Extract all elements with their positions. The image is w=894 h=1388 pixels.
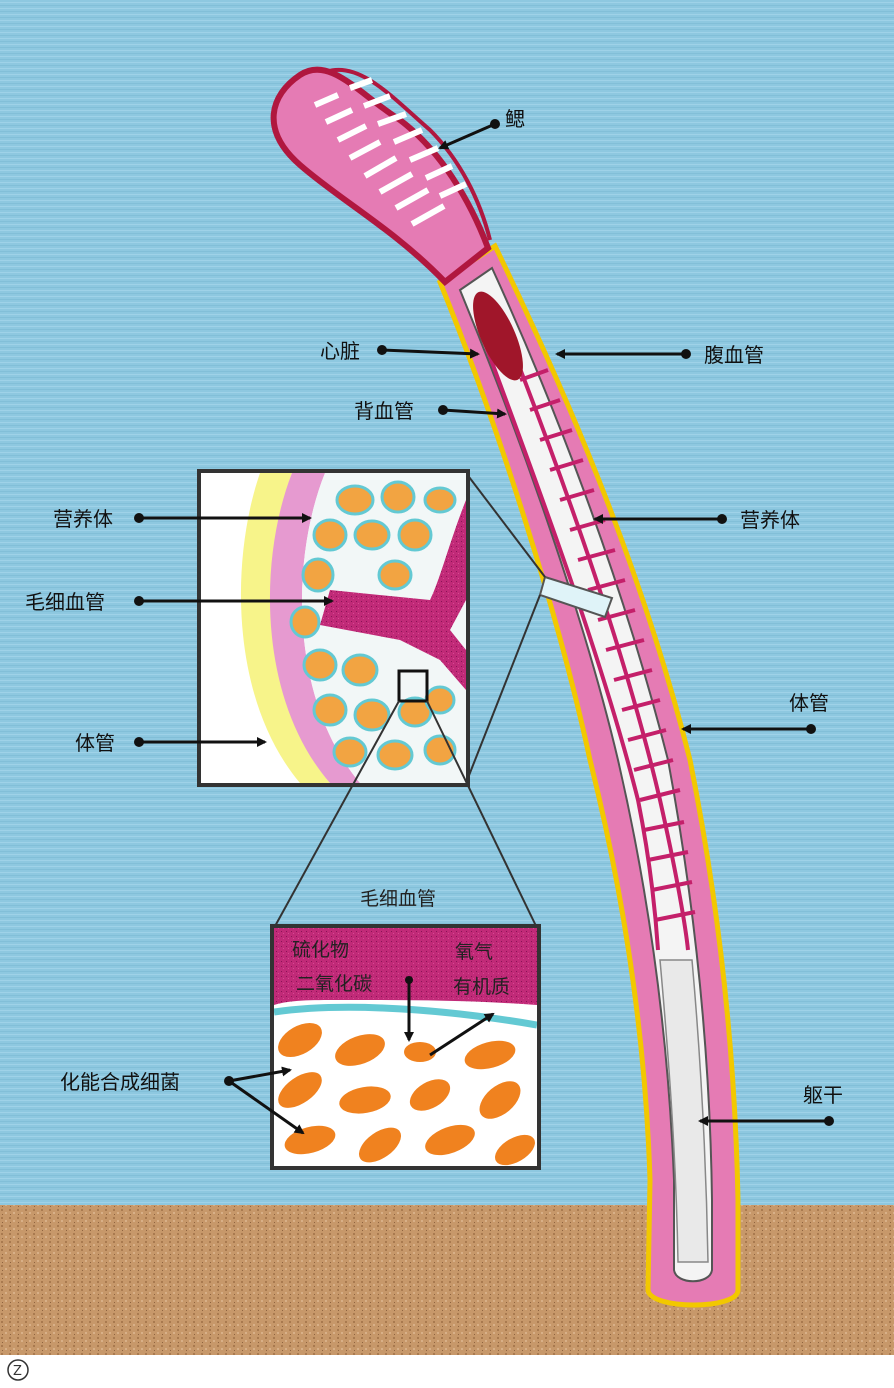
bottom-margin (0, 1355, 894, 1388)
label-organic: 有机质 (453, 976, 510, 998)
zoom-lines-2 (273, 700, 538, 929)
label-oxygen: 氧气 (455, 941, 493, 963)
section-marker (538, 575, 614, 619)
cross-section-inset (197, 469, 470, 787)
corner-mark: Z (13, 1364, 22, 1379)
label-gill: 鳃 (505, 107, 525, 131)
label-heart: 心脏 (320, 339, 360, 363)
capillary-inset (270, 924, 541, 1170)
label-capillary-left: 毛细血管 (25, 590, 105, 614)
gill-plume (270, 66, 492, 287)
sediment-floor (0, 1205, 894, 1355)
trunk-body (659, 959, 709, 1263)
label-body-tube-right: 体管 (789, 691, 829, 715)
corner-mark-circle (7, 1359, 29, 1381)
capillary-branch (320, 500, 466, 690)
label-sulfide: 硫化物 (292, 939, 349, 961)
tubeworm (436, 242, 741, 1308)
label-capillary-title: 毛细血管 (360, 888, 436, 910)
leader-arrows (139, 122, 829, 1135)
label-co2: 二氧化碳 (296, 973, 372, 995)
zoom-lines-1 (465, 472, 546, 784)
dorsal-vessel-line (503, 329, 690, 951)
ventral-vessel-line (478, 329, 660, 951)
label-dorsal-vessel: 背血管 (354, 399, 414, 423)
label-body-tube-left: 体管 (75, 731, 115, 755)
label-chemo-bacteria: 化能合成细菌 (60, 1070, 180, 1094)
label-trophosome-left: 营养体 (53, 507, 113, 531)
label-ventral-vessel: 腹血管 (704, 343, 764, 367)
leader-dots (134, 119, 834, 1126)
exchange-arrow-up (429, 1012, 495, 1057)
label-trophosome-right: 营养体 (740, 508, 800, 532)
heart (473, 291, 523, 381)
label-trunk: 躯干 (803, 1083, 843, 1107)
